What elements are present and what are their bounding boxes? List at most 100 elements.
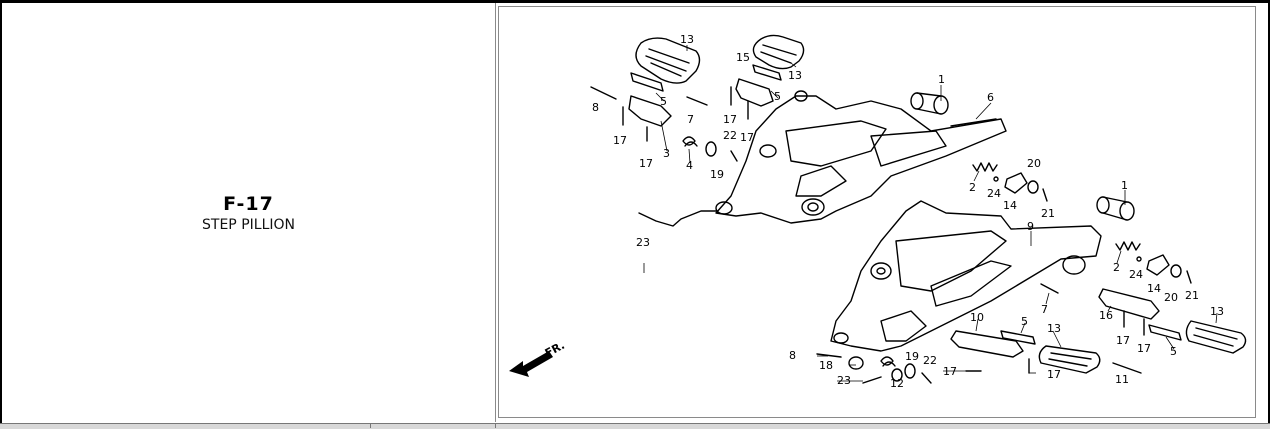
ball-24a — [993, 176, 999, 182]
callout-18: 18 — [819, 359, 833, 372]
washer-20a — [1027, 180, 1039, 194]
spring-2a — [972, 162, 998, 172]
callout-5: 5 — [1170, 345, 1177, 358]
exploded-parts-diagram: FR. 13 15 13 8 5 5 7 17 17 17 22 3 17 4 … — [509, 33, 1247, 390]
washer-19a — [705, 141, 717, 157]
callout-13: 13 — [1210, 305, 1224, 318]
step-bar-3 — [628, 95, 672, 127]
washer-19b — [904, 363, 916, 379]
nut-18 — [848, 356, 864, 370]
spring-4b — [880, 356, 896, 367]
callout-17: 17 — [723, 113, 737, 126]
pin-7a — [686, 96, 708, 106]
cotter-22a — [730, 150, 738, 162]
callout-24: 24 — [987, 187, 1001, 200]
callout-13: 13 — [1047, 322, 1061, 335]
pin-8b — [816, 353, 842, 358]
cotter-21a — [1042, 188, 1048, 202]
detent-plate-14a — [1004, 172, 1028, 194]
callout-6: 6 — [987, 91, 994, 104]
callout-1: 1 — [938, 73, 945, 86]
callout-5: 5 — [1021, 315, 1028, 328]
callout-2: 2 — [969, 181, 976, 194]
callout-17: 17 — [943, 365, 957, 378]
callout-8: 8 — [789, 349, 796, 362]
collar-1b — [1096, 196, 1135, 221]
callout-13: 13 — [680, 33, 694, 46]
front-direction-label: FR. — [543, 339, 567, 360]
bolt-23a — [638, 210, 717, 227]
spring-2b — [1115, 241, 1141, 251]
front-direction-arrow — [509, 351, 553, 377]
callout-17: 17 — [1116, 334, 1130, 347]
step-rubber-upper-left — [635, 37, 701, 84]
callout-2: 2 — [1113, 261, 1120, 274]
callout-20: 20 — [1027, 157, 1041, 170]
callout-10: 10 — [970, 311, 984, 324]
callout-3: 3 — [663, 147, 670, 160]
callout-14: 14 — [1147, 282, 1161, 295]
plate-5b — [752, 64, 782, 81]
callout-21: 21 — [1041, 207, 1055, 220]
callout-13: 13 — [788, 69, 802, 82]
callout-7: 7 — [687, 113, 694, 126]
bottom-scroll-strip — [0, 423, 1270, 429]
step-bar-15 — [735, 78, 774, 107]
callout-9: 9 — [1027, 220, 1034, 233]
callout-1: 1 — [1121, 179, 1128, 192]
figure-title-panel: F-17 STEP PILLION — [2, 3, 496, 422]
bottom-divider — [495, 423, 496, 428]
callout-11: 11 — [1115, 373, 1129, 386]
plate-5d — [1000, 330, 1036, 345]
collar-1a — [910, 92, 949, 115]
step-bar-10 — [950, 330, 1024, 358]
bolt-11 — [1112, 362, 1142, 374]
washer-20b — [1170, 264, 1182, 278]
callout-20: 20 — [1164, 291, 1178, 304]
callout-4: 4 — [686, 159, 693, 172]
step-rubber-lower-mid — [1038, 345, 1101, 374]
callout-5: 5 — [774, 90, 781, 103]
step-holder-right — [830, 200, 1102, 352]
plate-5c — [1148, 324, 1182, 341]
figure-code: F-17 — [223, 193, 274, 215]
callout-12: 12 — [890, 377, 904, 390]
ball-24b — [1136, 256, 1142, 262]
parts-diagram-panel: FR. 13 15 13 8 5 5 7 17 17 17 22 3 17 4 … — [498, 6, 1256, 418]
callout-17: 17 — [1047, 368, 1061, 381]
callout-22: 22 — [923, 354, 937, 367]
leader-lines — [643, 45, 1218, 382]
callout-23: 23 — [636, 236, 650, 249]
cotter-21b — [1186, 270, 1192, 284]
figure-name: STEP PILLION — [202, 217, 295, 233]
callout-24: 24 — [1129, 268, 1143, 281]
pin-8a — [590, 86, 617, 100]
pin-7b — [1040, 283, 1059, 294]
bottom-divider — [370, 423, 371, 428]
callout-19: 19 — [905, 350, 919, 363]
cotter-22b — [921, 372, 932, 384]
step-rubber-upper-right — [752, 34, 805, 70]
callout-5: 5 — [660, 95, 667, 108]
callout-21: 21 — [1185, 289, 1199, 302]
callout-17: 17 — [1137, 342, 1151, 355]
callout-19: 19 — [710, 168, 724, 181]
step-rubber-lower-right — [1185, 320, 1247, 354]
callout-22: 22 — [723, 129, 737, 142]
spring-4a — [682, 136, 698, 147]
callout-numbers: 13 15 13 8 5 5 7 17 17 17 22 3 17 4 19 1… — [592, 33, 1224, 390]
detent-plate-14b — [1146, 254, 1170, 276]
plate-5a — [630, 72, 664, 92]
callout-8: 8 — [592, 101, 599, 114]
callout-16: 16 — [1099, 309, 1113, 322]
callout-17: 17 — [613, 134, 627, 147]
callout-7: 7 — [1041, 303, 1048, 316]
step-holder-left — [715, 90, 1007, 224]
bolt-23b — [862, 376, 882, 384]
callout-17: 17 — [639, 157, 653, 170]
callout-17: 17 — [740, 131, 754, 144]
callout-15: 15 — [736, 51, 750, 64]
step-bar-16 — [1098, 288, 1160, 320]
callout-14: 14 — [1003, 199, 1017, 212]
